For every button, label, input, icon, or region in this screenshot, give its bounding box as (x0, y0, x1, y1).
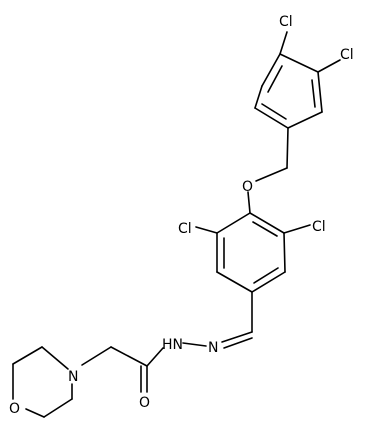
bond (41, 346, 69, 370)
chlorine-label: Cl (178, 221, 192, 237)
bond (247, 191, 251, 214)
bond (182, 342, 207, 347)
atom-labels: Cl Cl O Cl Cl N HN O N O (9, 14, 354, 417)
bond (261, 53, 281, 87)
bond (12, 346, 43, 365)
bond (25, 408, 45, 418)
bond (43, 398, 73, 418)
oxygen-label: O (9, 401, 20, 417)
bond (287, 111, 323, 129)
bond (317, 71, 323, 113)
bond (252, 221, 278, 237)
oxygen-label: O (139, 395, 150, 411)
bond (216, 212, 251, 234)
chlorine-label: Cl (279, 14, 293, 30)
bond (279, 31, 288, 55)
oxygen-label: O (242, 179, 253, 195)
chlorine-label: Cl (312, 219, 326, 235)
nitrogen-label: N (68, 369, 78, 385)
amide-nh-label: HN (162, 337, 183, 353)
bonds (12, 31, 341, 418)
bond (283, 232, 286, 273)
bond (283, 224, 311, 234)
bond (311, 79, 316, 108)
bond (249, 212, 285, 234)
bond (255, 167, 288, 182)
bond (279, 53, 319, 73)
bond (110, 346, 148, 367)
bond (223, 337, 253, 349)
bond (254, 107, 289, 129)
bond (221, 331, 253, 343)
bond (195, 226, 218, 234)
bond (146, 347, 164, 367)
bond (81, 346, 112, 366)
chlorine-label: Cl (340, 47, 354, 63)
bond (261, 103, 287, 120)
bond (216, 271, 253, 293)
bond (251, 271, 286, 293)
bond (267, 65, 283, 93)
bond (286, 127, 289, 169)
bond (253, 267, 279, 284)
nitrogen-label: N (208, 340, 218, 356)
bond (317, 59, 341, 73)
bond (254, 85, 263, 109)
